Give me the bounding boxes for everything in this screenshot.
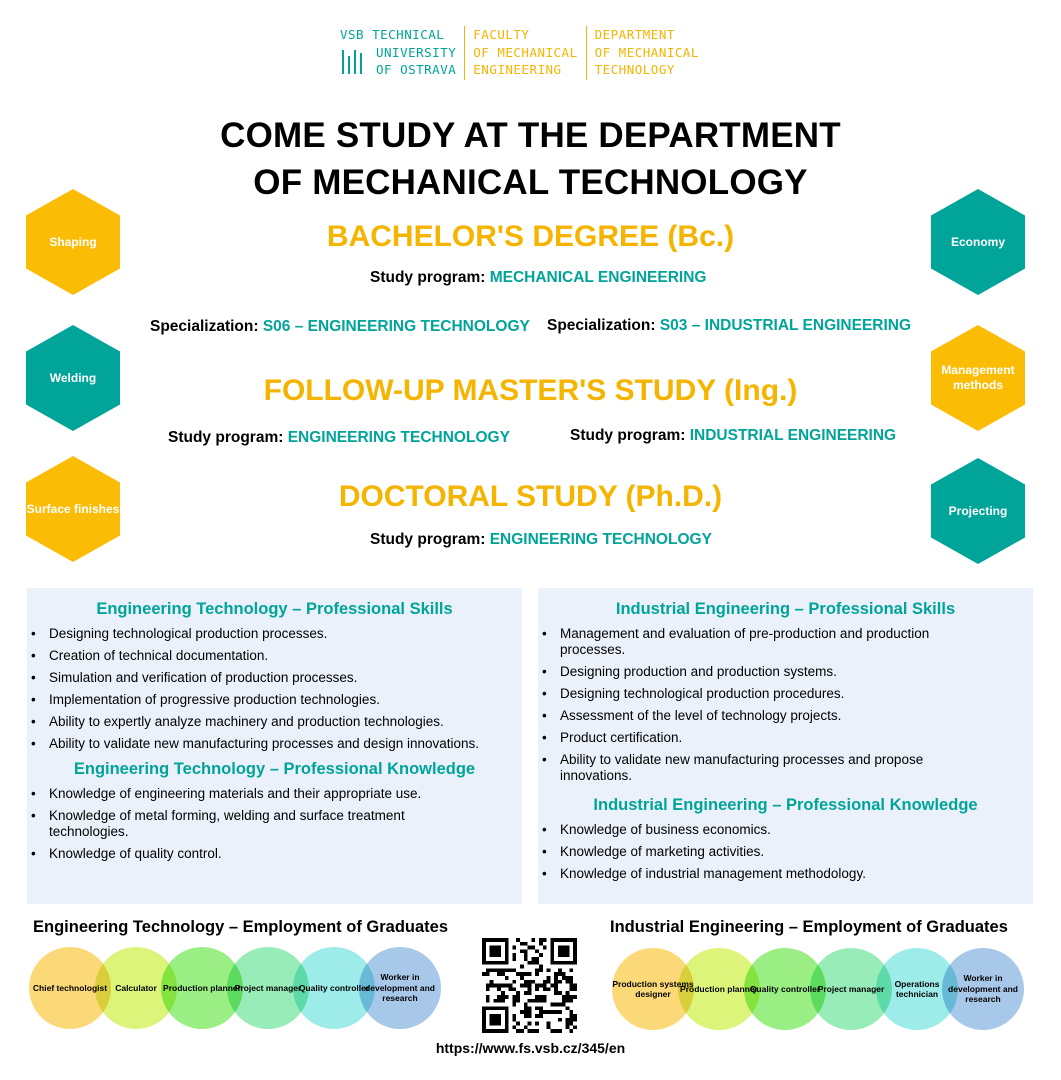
- ie-knowledge-list: Knowledge of business economics. Knowled…: [538, 822, 1033, 882]
- university-logo: VSB TECHNICAL UNIVERSITY OF OSTRAVA FACU…: [340, 26, 707, 80]
- page-title-line-2: OF MECHANICAL TECHNOLOGY: [253, 163, 808, 202]
- doctoral-heading: DOCTORAL STUDY (Ph.D.): [338, 480, 723, 513]
- program-label: Study program:: [570, 427, 686, 444]
- website-link[interactable]: https://www.fs.vsb.cz/345/en: [435, 1040, 626, 1056]
- list-item: Knowledge of business economics.: [538, 822, 1033, 838]
- list-item: Knowledge of marketing activities.: [538, 844, 1033, 860]
- list-item: Designing technological production proce…: [27, 626, 522, 642]
- et-knowledge-title: Engineering Technology – Professional Kn…: [73, 760, 476, 778]
- list-item: Simulation and verification of productio…: [27, 670, 522, 686]
- ie-skills-list: Management and evaluation of pre-product…: [538, 626, 1033, 784]
- logo-department-line-2: OF MECHANICAL: [594, 44, 699, 60]
- doctoral-program: Study program: ENGINEERING TECHNOLOGY: [370, 531, 712, 549]
- program-label: Study program:: [370, 531, 486, 548]
- hex-projecting: Projecting: [931, 458, 1025, 564]
- page-title: COME STUDY AT THE DEPARTMENT OF MECHANIC…: [0, 112, 1061, 206]
- logo-faculty-line-1: FACULTY: [473, 27, 530, 42]
- employment-circle: Production systems designer: [612, 948, 694, 1030]
- list-item: Product certification.: [538, 730, 993, 746]
- logo-university-line-3: OF OSTRAVA: [376, 62, 457, 77]
- page-title-line-1: COME STUDY AT THE DEPARTMENT: [220, 116, 841, 155]
- logo-faculty-line-2: OF MECHANICAL: [473, 44, 578, 60]
- spec-label: Specialization:: [150, 318, 259, 335]
- list-item: Ability to expertly analyze machinery an…: [27, 714, 522, 730]
- program-value: ENGINEERING TECHNOLOGY: [489, 531, 712, 548]
- logo-department-line-3: TECHNOLOGY: [594, 62, 675, 77]
- bachelor-program: Study program: MECHANICAL ENGINEERING: [370, 269, 706, 287]
- logo-faculty: FACULTY OF MECHANICAL ENGINEERING: [464, 26, 585, 80]
- list-item: Implementation of progressive production…: [27, 692, 522, 708]
- list-item: Knowledge of engineering materials and t…: [27, 786, 472, 802]
- ie-skills-box: Industrial Engineering – Professional Sk…: [538, 588, 1033, 904]
- logo-department: DEPARTMENT OF MECHANICAL TECHNOLOGY: [585, 26, 707, 80]
- logo-department-line-1: DEPARTMENT: [594, 27, 675, 42]
- employment-circle: Worker in development and research: [359, 947, 441, 1029]
- list-item: Knowledge of metal forming, welding and …: [27, 808, 472, 840]
- spec-label: Specialization:: [547, 317, 656, 334]
- ie-skills-title: Industrial Engineering – Professional Sk…: [615, 600, 956, 618]
- list-item: Knowledge of industrial management metho…: [538, 866, 1033, 882]
- hex-management-methods: Management methods: [931, 325, 1025, 431]
- et-employment-title: Engineering Technology – Employment of G…: [33, 918, 449, 936]
- list-item: Management and evaluation of pre-product…: [538, 626, 993, 658]
- employment-circle: Worker in development and research: [942, 948, 1024, 1030]
- program-value: ENGINEERING TECHNOLOGY: [287, 429, 510, 446]
- list-item: Assessment of the level of technology pr…: [538, 708, 993, 724]
- vsb-bars-icon: [340, 26, 370, 80]
- logo-faculty-line-3: ENGINEERING: [473, 62, 562, 77]
- program-value: INDUSTRIAL ENGINEERING: [689, 427, 897, 444]
- vsb-logo-block: VSB TECHNICAL UNIVERSITY OF OSTRAVA: [340, 26, 464, 80]
- list-item: Knowledge of quality control.: [27, 846, 472, 862]
- spec-value: S06 – ENGINEERING TECHNOLOGY: [262, 318, 530, 335]
- ie-knowledge-title: Industrial Engineering – Professional Kn…: [593, 796, 978, 814]
- list-item: Ability to validate new manufacturing pr…: [27, 736, 522, 752]
- master-heading: FOLLOW-UP MASTER'S STUDY (Ing.): [263, 374, 798, 407]
- logo-university-line-2: UNIVERSITY: [376, 44, 457, 60]
- program-label: Study program:: [370, 269, 486, 286]
- master-program-right: Study program: INDUSTRIAL ENGINEERING: [570, 427, 896, 445]
- ie-employment-title: Industrial Engineering – Employment of G…: [610, 918, 1008, 936]
- logo-university-line-1: VSB TECHNICAL: [340, 27, 445, 42]
- spec-value: S03 – INDUSTRIAL ENGINEERING: [659, 317, 912, 334]
- qr-code-icon[interactable]: [482, 938, 577, 1033]
- et-knowledge-list: Knowledge of engineering materials and t…: [27, 786, 522, 862]
- list-item: Designing production and production syst…: [538, 664, 993, 680]
- list-item: Creation of technical documentation.: [27, 648, 522, 664]
- hex-surface-finishes: Surface finishes: [26, 456, 120, 562]
- hex-welding: Welding: [26, 325, 120, 431]
- program-value: MECHANICAL ENGINEERING: [489, 269, 707, 286]
- et-skills-title: Engineering Technology – Professional Sk…: [96, 600, 453, 618]
- bachelor-spec-left: Specialization: S06 – ENGINEERING TECHNO…: [150, 318, 530, 336]
- list-item: Designing technological production proce…: [538, 686, 993, 702]
- et-skills-box: Engineering Technology – Professional Sk…: [27, 588, 522, 904]
- et-skills-list: Designing technological production proce…: [27, 626, 522, 752]
- bachelor-heading: BACHELOR'S DEGREE (Bc.): [326, 220, 735, 253]
- bachelor-spec-right: Specialization: S03 – INDUSTRIAL ENGINEE…: [547, 317, 911, 335]
- hex-economy: Economy: [931, 189, 1025, 295]
- list-item: Ability to validate new manufacturing pr…: [538, 752, 993, 784]
- master-program-left: Study program: ENGINEERING TECHNOLOGY: [168, 429, 510, 447]
- program-label: Study program:: [168, 429, 284, 446]
